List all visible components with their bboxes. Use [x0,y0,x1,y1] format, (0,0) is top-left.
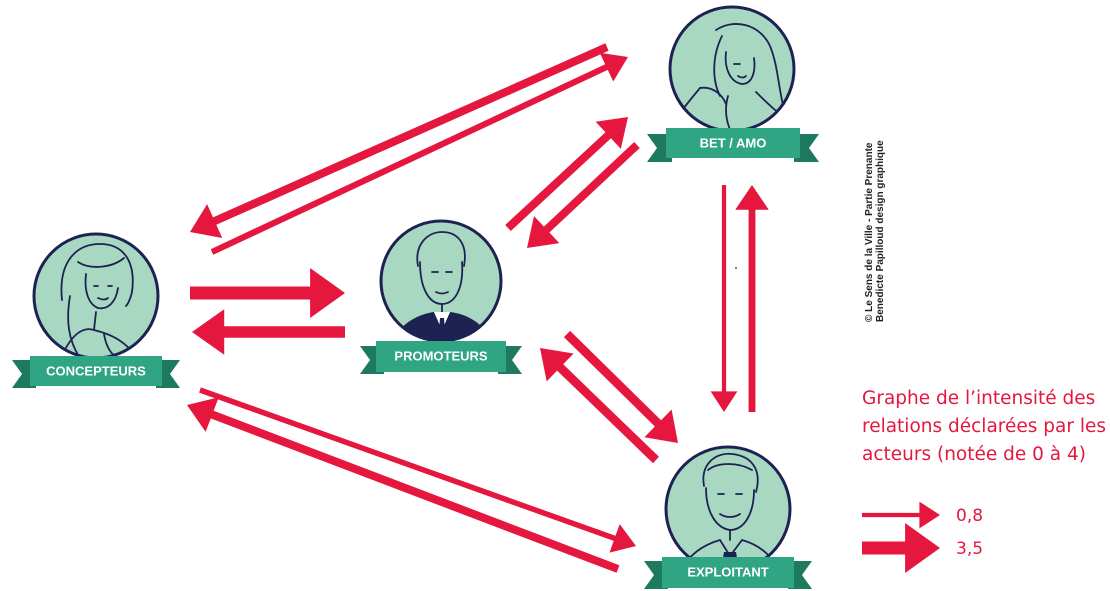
legend-thin-arrow-shape [862,501,940,529]
legend-thick-arrow-shape [862,523,940,573]
arrow-exploitant-to-bet_amo [735,185,769,412]
legend-thick-arrow [862,523,940,573]
arrow-promoteurs-to-concepteurs [192,309,345,355]
exploitant-label: EXPLOITANT [687,564,768,579]
concepteurs-label: CONCEPTEURS [46,363,146,378]
legend-title-line-2: relations déclarées par les [862,416,1106,437]
bet-amo-ribbon: BET / AMO [647,128,819,162]
legend: Graphe de l’intensité des relations décl… [862,388,1106,573]
legend-title-line-1: Graphe de l’intensité des [862,388,1095,409]
legend-title-line-3: acteurs (notée de 0 à 4) [862,444,1086,465]
promoteurs-ribbon: PROMOTEURS [360,341,522,374]
bet-amo-portrait [668,5,796,133]
credit-line-1: © Le Sens de la Ville - Partie Prenante [864,142,875,322]
arrow-bet_amo-to-promoteurs [527,142,640,248]
arrow-promoteurs-to-exploitant [563,330,678,443]
bet-amo-label: BET / AMO [700,135,767,150]
arrow-exploitant-to-concepteurs [187,397,620,573]
node-concepteurs: CONCEPTEURS [12,232,180,388]
arrow-exploitant-to-promoteurs [540,348,659,464]
arrow-concepteurs-to-bet_amo [210,52,628,255]
promoteurs-portrait [379,219,503,343]
credit-line-2: Benedicte Papilloud design graphique [875,140,886,322]
stray-dot [735,267,737,269]
node-bet-amo: BET / AMO [647,5,819,162]
arrow-bet_amo-to-concepteurs [190,43,609,238]
exploitant-portrait [664,445,792,573]
arrow-bet_amo-to-exploitant [710,185,738,412]
relation-arrows [187,43,769,573]
node-exploitant: EXPLOITANT [644,445,812,589]
legend-thick-value: 3,5 [956,539,983,559]
arrow-concepteurs-to-exploitant [199,387,636,553]
credit: © Le Sens de la Ville - Partie Prenante … [864,140,886,322]
concepteurs-ribbon: CONCEPTEURS [12,356,180,388]
concepteurs-portrait [32,232,160,360]
promoteurs-label: PROMOTEURS [394,348,488,363]
arrow-concepteurs-to-promoteurs [190,268,345,318]
exploitant-ribbon: EXPLOITANT [644,557,812,589]
legend-thin-value: 0,8 [956,506,983,526]
arrow-promoteurs-to-bet_amo [505,117,628,231]
legend-thin-arrow [862,501,940,529]
node-promoteurs: PROMOTEURS [360,219,522,374]
